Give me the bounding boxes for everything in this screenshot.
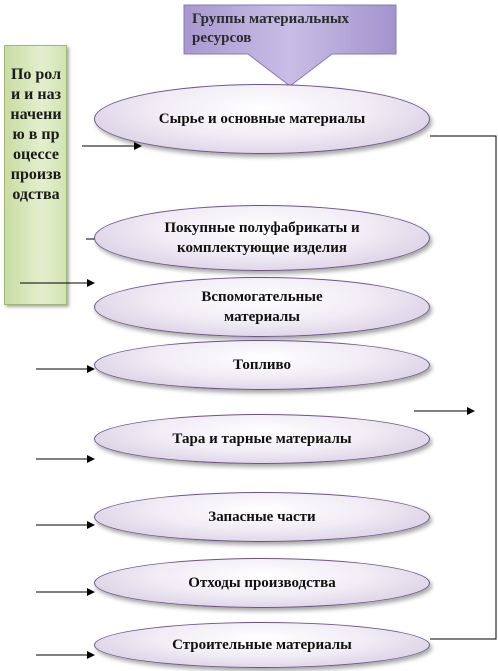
- node-fuel: Топливо: [94, 340, 430, 390]
- classification-label: По роли и назначению в процессе производ…: [10, 66, 62, 203]
- node-spare-parts-label: Запасные части: [208, 509, 316, 525]
- diagram-title: Группы материальных ресурсов: [192, 11, 350, 46]
- node-building-materials: Строительные материалы: [94, 622, 430, 668]
- title-arrow-shape: [183, 4, 397, 87]
- classification-box: [4, 45, 67, 305]
- node-auxiliary-materials-label: Вспомогательные материалы: [201, 289, 323, 325]
- node-raw-materials-label: Сырье и основные материалы: [158, 111, 366, 127]
- node-production-waste-label: Отходы производства: [188, 575, 336, 591]
- node-fuel-label: Топливо: [232, 357, 292, 373]
- node-building-materials-label: Строительные материалы: [172, 637, 352, 653]
- node-raw-materials: Сырье и основные материалы: [94, 84, 430, 154]
- node-packaging: Тара и тарные материалы: [94, 414, 430, 464]
- node-packaging-label: Тара и тарные материалы: [172, 431, 352, 447]
- right-bracket-line: [430, 135, 497, 640]
- node-auxiliary-materials: Вспомогательные материалы: [94, 277, 430, 337]
- node-purchased-components: Покупные полуфабрикаты и комплектующие и…: [94, 205, 430, 271]
- node-purchased-components-label: Покупные полуфабрикаты и комплектующие и…: [164, 220, 360, 256]
- node-spare-parts: Запасные части: [94, 492, 430, 542]
- node-production-waste: Отходы производства: [94, 558, 430, 608]
